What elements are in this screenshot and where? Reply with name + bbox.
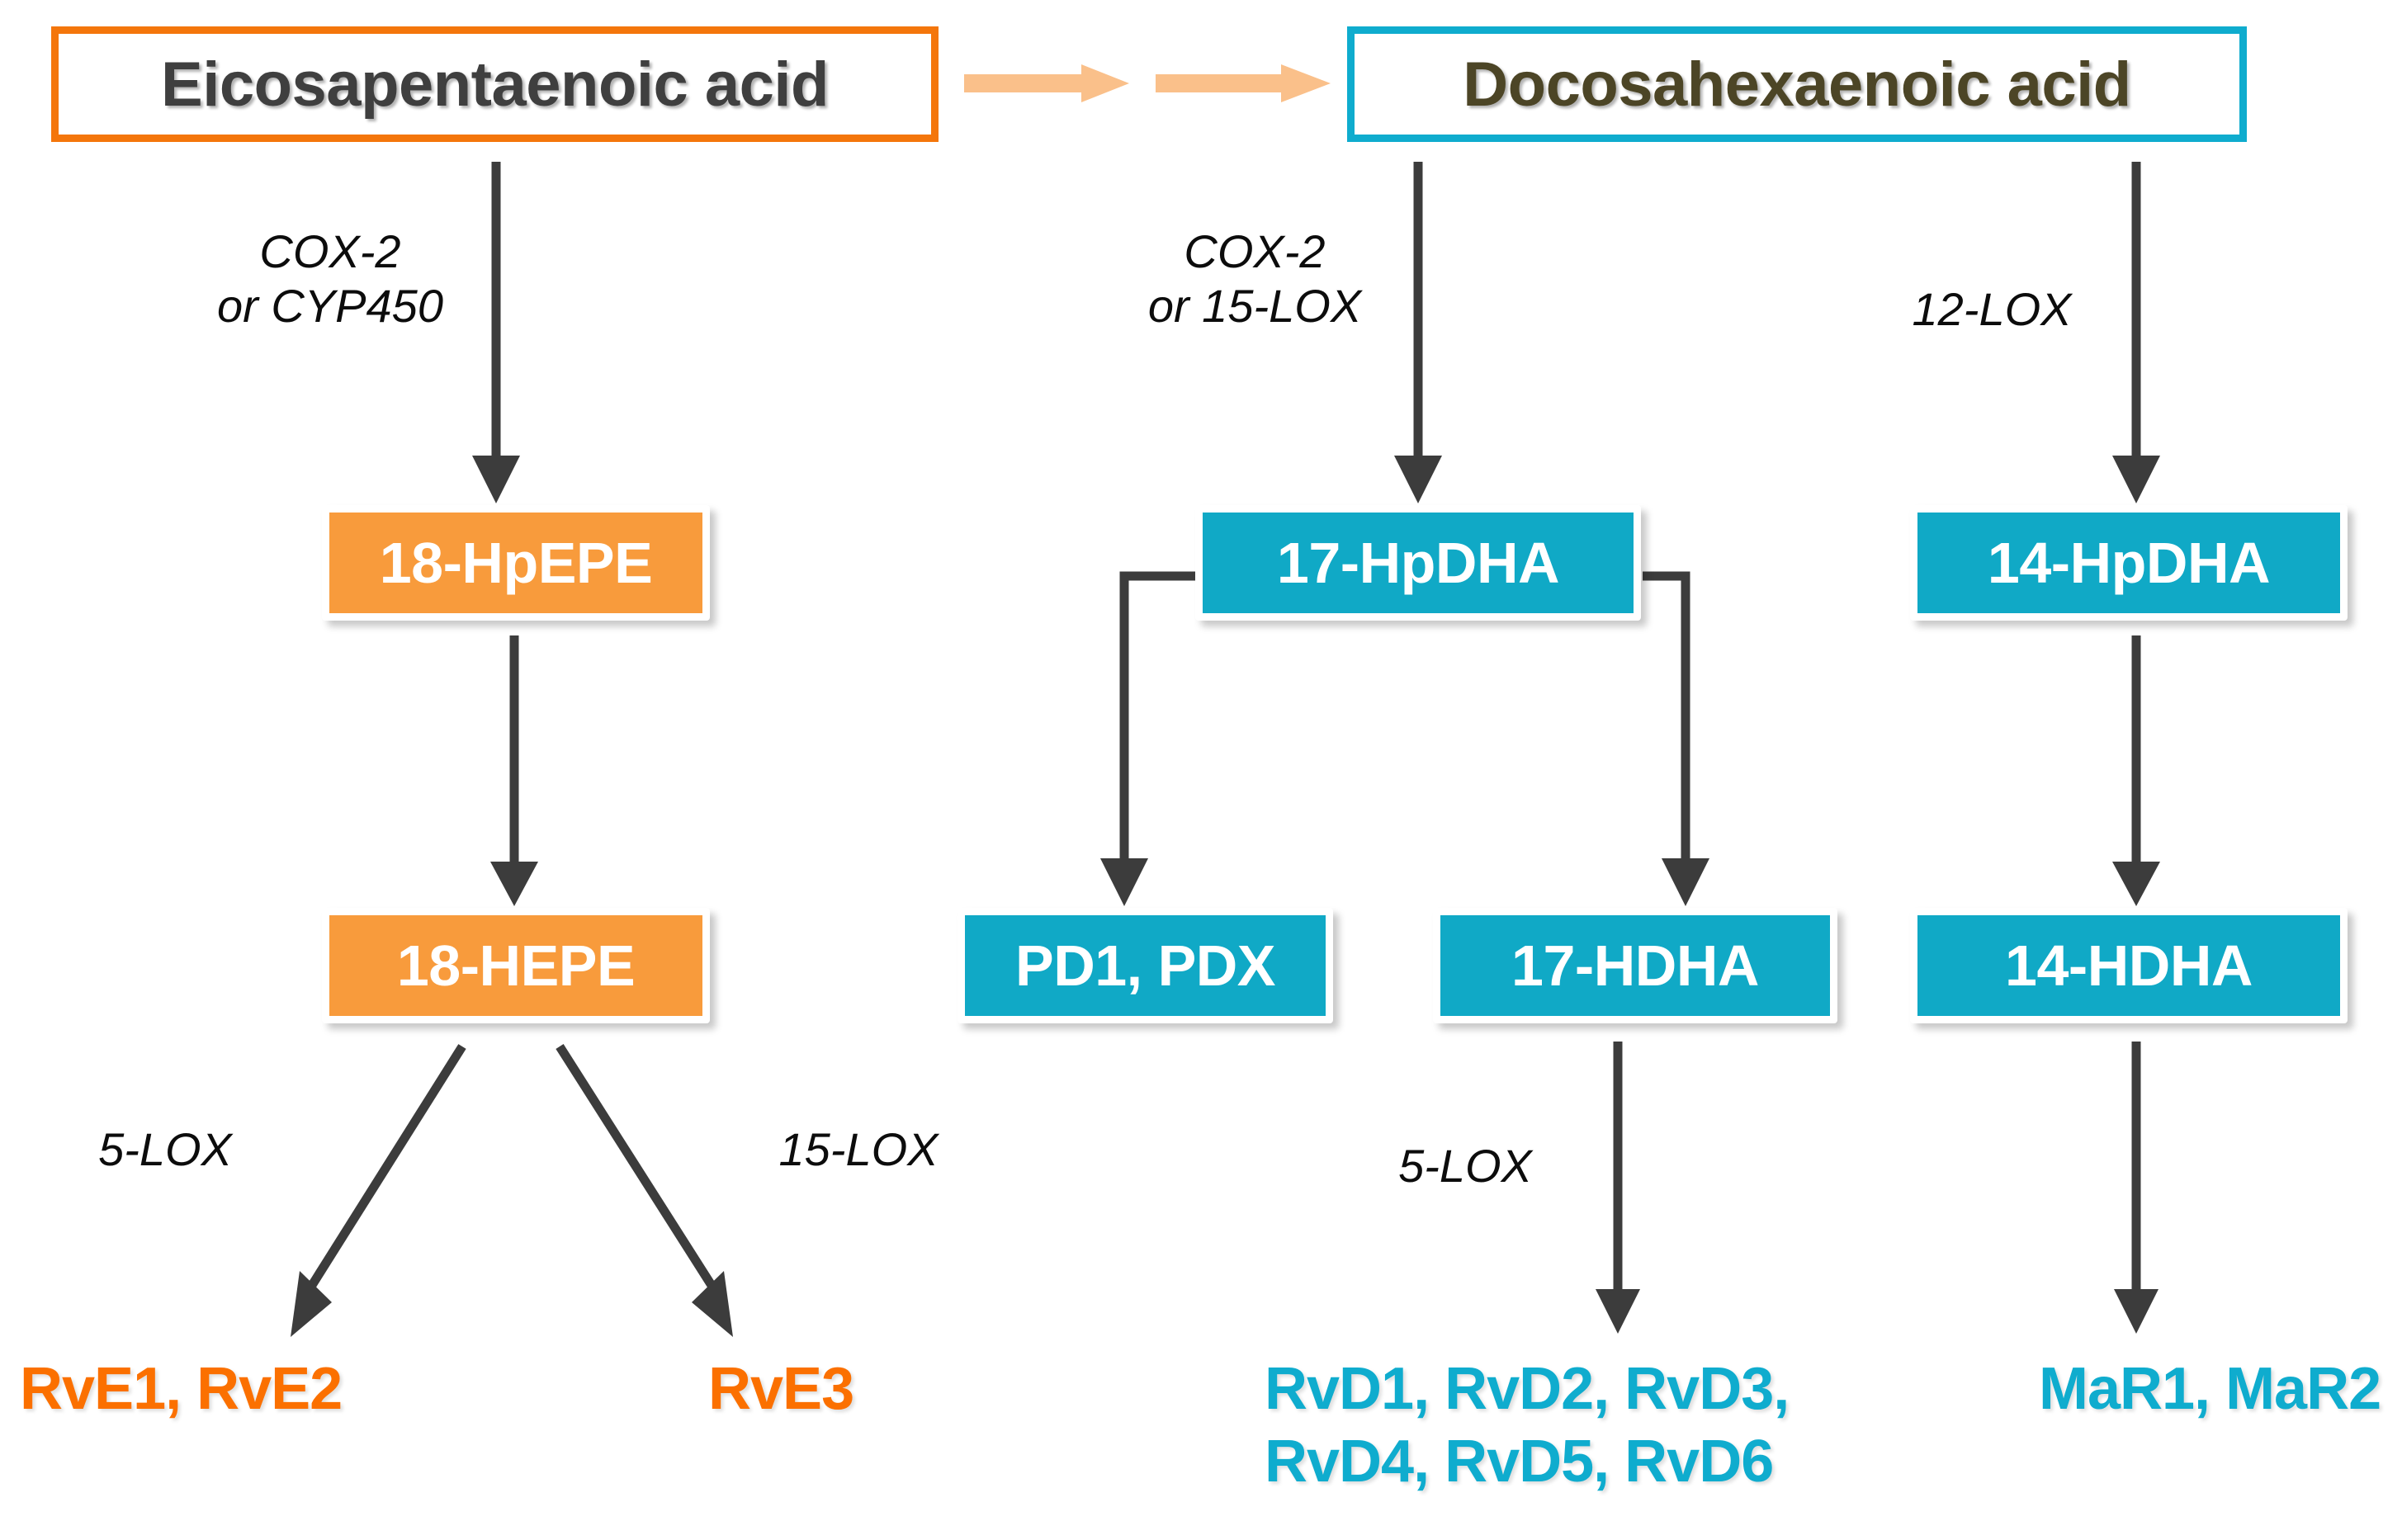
product-label-rvd-series: RvD1, RvD2, RvD3, RvD4, RvD5, RvD6 [1265, 1356, 1790, 1495]
hpepe18-label: 18-HpEPE [379, 531, 653, 595]
precursor-box-docosahexaenoic-acid[interactable]: Docosahexaenoic acid [1347, 26, 2247, 142]
arrow-epa-to-dha [964, 64, 1331, 102]
enzyme-label-cox2-or-15lox: COX-2 or 15-LOX [1147, 225, 1362, 333]
arrow-hpdha14-to-hdha14 [2112, 635, 2160, 906]
hpdha14-label: 14-HpDHA [1987, 531, 2271, 595]
metabolite-box-17-hpdha[interactable]: 17-HpDHA [1195, 505, 1641, 621]
product-label-rve1-rve2: RvE1, RvE2 [20, 1356, 343, 1422]
enzyme-label-12lox: 12-LOX [1912, 283, 2072, 335]
metabolite-box-18-hpepe[interactable]: 18-HpEPE [322, 505, 710, 621]
arrow-hdha14-to-mar [2114, 1042, 2158, 1334]
dha-label: Docosahexaenoic acid [1463, 49, 2131, 120]
arrow-hpdha17-to-hdha17 [1643, 571, 1709, 906]
metabolite-box-18-hepe[interactable]: 18-HEPE [322, 908, 710, 1023]
metabolite-box-17-hdha[interactable]: 17-HDHA [1433, 908, 1837, 1023]
hpdha17-label: 17-HpDHA [1276, 531, 1560, 595]
enzyme-label-5lox-hdha17: 5-LOX [1398, 1140, 1532, 1192]
epa-label: Eicosapentaenoic acid [161, 49, 829, 120]
metabolite-box-pd1-pdx[interactable]: PD1, PDX [957, 908, 1333, 1023]
arrow-hepe-to-rve12 [291, 1044, 466, 1337]
metabolite-box-14-hdha[interactable]: 14-HDHA [1910, 908, 2348, 1023]
pd1pdx-label: PD1, PDX [1015, 933, 1276, 998]
enzyme-label-5lox-hepe: 5-LOX [98, 1123, 232, 1175]
arrow-hpepe-to-hepe [490, 635, 538, 906]
enzyme-label-cox2-or-cyp450: COX-2 or CYP450 [217, 225, 443, 333]
arrow-hepe-to-rve3 [556, 1044, 733, 1337]
enzyme-label-15lox-hepe: 15-LOX [778, 1123, 939, 1175]
arrow-hdha17-to-rvd [1596, 1042, 1640, 1334]
product-label-mar1-mar2: MaR1, MaR2 [2039, 1356, 2381, 1422]
product-label-rve3: RvE3 [708, 1356, 854, 1422]
hdha17-label: 17-HDHA [1511, 933, 1759, 998]
metabolite-box-14-hpdha[interactable]: 14-HpDHA [1910, 505, 2348, 621]
precursor-box-eicosapentaenoic-acid[interactable]: Eicosapentaenoic acid [51, 26, 939, 142]
hepe18-label: 18-HEPE [396, 933, 636, 998]
hdha14-label: 14-HDHA [2005, 933, 2253, 998]
arrow-hpdha17-to-pd1 [1100, 571, 1197, 906]
